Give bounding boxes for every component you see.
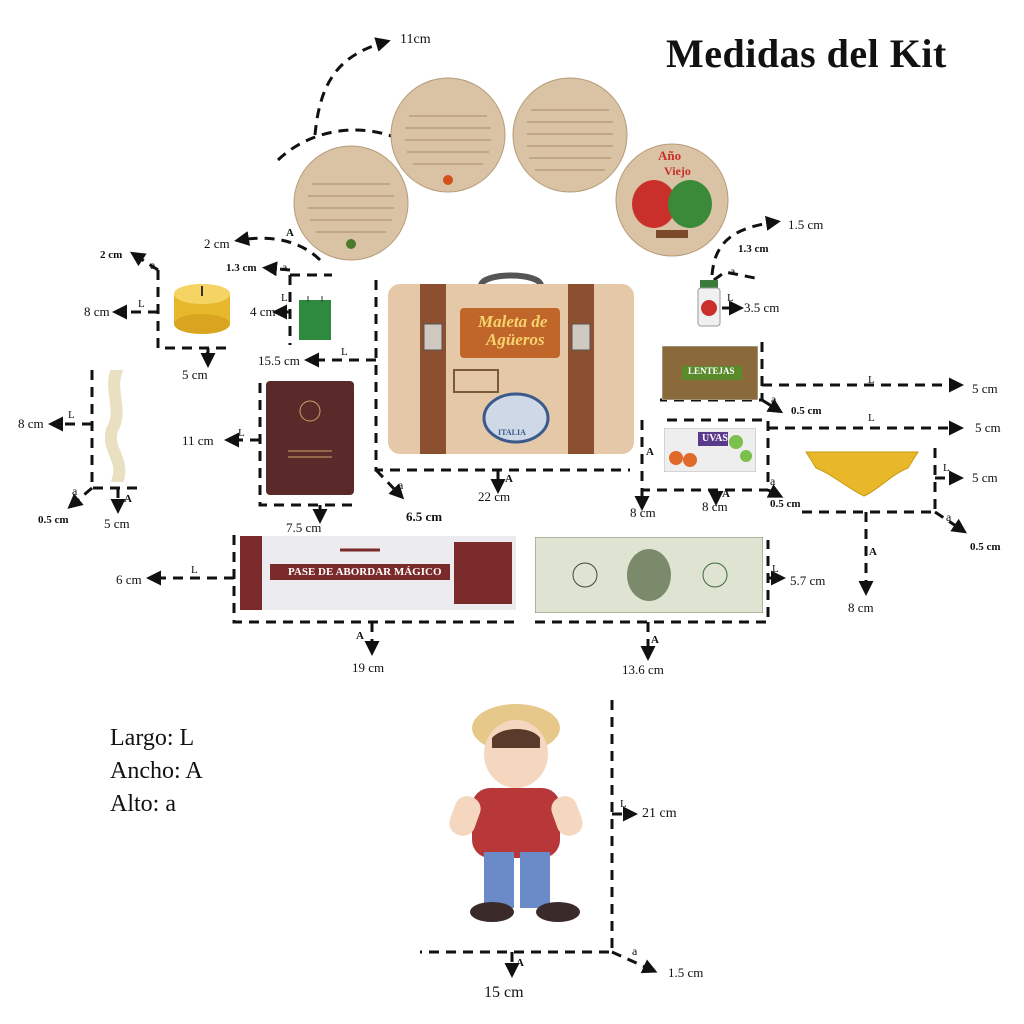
boarding-pass: PASE DE ABORDAR MÁGICO (240, 536, 516, 615)
lentils-alto-label: 0.5 cm (791, 405, 822, 417)
pouch-tag-a: a (282, 260, 288, 274)
boarding-ancho-label: 19 cm (352, 660, 385, 675)
legend-alto: Alto: a (110, 791, 176, 817)
suitcase-alto-label: 6.5 cm (406, 509, 443, 524)
grapes-ancho-label: 8 cm (702, 499, 728, 514)
card-viejo-label: Viejo (664, 164, 691, 178)
herb-tag-A: A (124, 493, 132, 505)
doll-ancho-label: 15 cm (484, 984, 524, 1001)
underwear-largo-label: 5 cm (972, 470, 998, 485)
pouch-largo-label: 4 cm (250, 304, 276, 319)
herb-largo-label: 8 cm (18, 416, 44, 431)
grapes-tag-A2: A (722, 488, 730, 500)
grapes-alto-label: 0.5 cm (770, 498, 801, 510)
doll-tag-a: a (632, 944, 638, 958)
underwear-tag-A: A (869, 546, 877, 558)
herb-tag-L: L (68, 409, 75, 421)
grapes-tag-L: L (868, 412, 875, 424)
passport-tag-L: L (238, 427, 245, 439)
ritual-card-3 (511, 76, 629, 199)
boarding-largo-label: 6 cm (116, 572, 142, 587)
doll-tag-A: A (516, 957, 524, 969)
lentils-tag-a: a (771, 392, 777, 406)
passport-ancho-label: 7.5 cm (286, 520, 322, 535)
suitcase: Maleta de Agüeros ITALIA (386, 268, 636, 463)
ritual-card-2 (389, 76, 507, 199)
dollar-largo-label: 5.7 cm (790, 573, 826, 588)
grapes-other-label: 8 cm (630, 505, 656, 520)
doll-largo-label: 21 cm (642, 806, 677, 821)
salt-largo-label: 3.5 cm (744, 300, 780, 315)
salt-tag-a: a (730, 264, 736, 278)
ritual-card-4: Año Viejo (614, 142, 730, 263)
card-anio-label: Año (658, 148, 682, 163)
suitcase-ancho-label: 22 cm (478, 489, 511, 504)
dollar-bill (534, 536, 764, 618)
candle-tag-a: a (150, 258, 156, 272)
suitcase-tag-L: L (341, 346, 348, 358)
cards-width-label: 11cm (400, 32, 431, 47)
suitcase-tag-A: A (505, 473, 513, 485)
dollar-tag-A: A (651, 634, 659, 646)
page-title: Medidas del Kit (666, 31, 947, 76)
suitcase-label-2: Agüeros (486, 330, 545, 349)
candle-ancho-label: 5 cm (182, 367, 208, 382)
lentils-tag-L: L (868, 374, 875, 386)
herb-bundle (104, 364, 130, 488)
grapes-largo-label: 5 cm (975, 420, 1001, 435)
underwear-tag-L: L (943, 462, 950, 474)
candle (172, 282, 232, 343)
lucky-pouch (298, 296, 332, 347)
suitcase-largo-label: 15.5 cm (258, 353, 300, 368)
ritual-card-1 (292, 144, 410, 267)
pouch-alto-label: 1.3 cm (226, 262, 257, 274)
herb-tag-a: a (72, 484, 78, 498)
passport-largo-label: 11 cm (182, 433, 214, 448)
legend: Largo: L Ancho: A Alto: a (110, 722, 203, 821)
pouch-tag-L: L (281, 292, 288, 304)
salt-jar (697, 280, 721, 333)
dollar-tag-L: L (772, 563, 779, 575)
doll (432, 700, 602, 931)
salt-tag-L: L (727, 292, 734, 304)
legend-largo: Largo: L (110, 725, 195, 751)
candle-largo-label: 8 cm (84, 304, 110, 319)
dollar-ancho-label: 13.6 cm (622, 662, 664, 677)
underwear-ancho-label: 8 cm (848, 600, 874, 615)
underwear-tag-a: a (946, 510, 952, 524)
yellow-underwear (802, 446, 922, 505)
legend-ancho: Ancho: A (110, 758, 203, 784)
cards-thickness-label: 2 cm (204, 236, 230, 251)
salt-alto-label: 1.3 cm (738, 243, 769, 255)
herb-alto-label: 0.5 cm (38, 514, 69, 526)
candle-tag-L: L (138, 298, 145, 310)
lentils-label: LENTEJAS (688, 366, 735, 376)
grapes-tag-A: A (646, 446, 654, 458)
lentils-bag: LENTEJAS (661, 345, 759, 405)
salt-width-label: 1.5 cm (788, 217, 824, 232)
suitcase-tag-a: a (398, 478, 404, 492)
underwear-alto-label: 0.5 cm (970, 541, 1001, 553)
grapes-tag-a: a (770, 474, 776, 488)
boarding-tag-L: L (191, 564, 198, 576)
cards-tag-A: A (286, 227, 294, 239)
boarding-pass-text: PASE DE ABORDAR MÁGICO (288, 566, 442, 578)
herb-ancho-label: 5 cm (104, 516, 130, 531)
grapes-pack: UVAS (663, 427, 757, 477)
passport (266, 381, 354, 500)
doll-tag-L: L (620, 798, 627, 810)
boarding-tag-A: A (356, 630, 364, 642)
doll-alto-label: 1.5 cm (668, 965, 704, 980)
grapes-label: UVAS (702, 433, 728, 444)
suitcase-stamp: ITALIA (498, 428, 526, 437)
candle-alto-label: 2 cm (100, 249, 123, 261)
suitcase-label-1: Maleta de (478, 312, 548, 331)
lentils-largo-label: 5 cm (972, 381, 998, 396)
candle-tag-A: A (203, 350, 211, 362)
passport-tag-A: A (316, 506, 324, 518)
